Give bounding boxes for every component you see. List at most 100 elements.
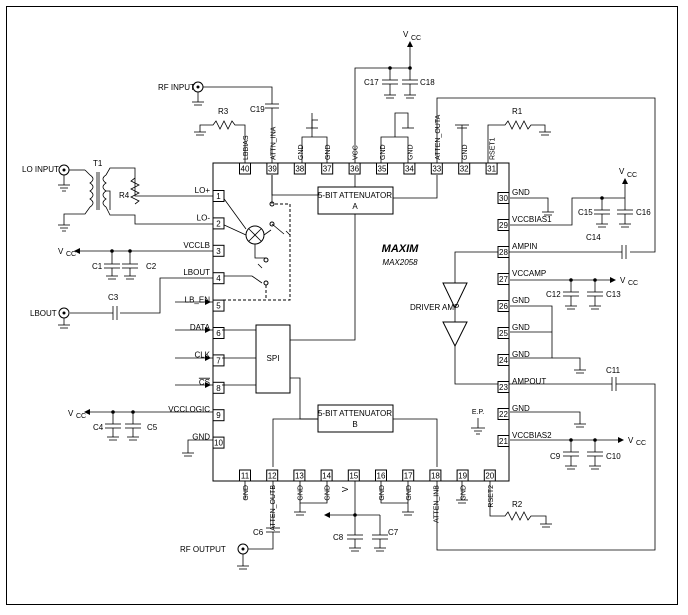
pin-num-23: 23 (499, 383, 508, 392)
pin-num-39: 39 (268, 165, 277, 174)
pin-num-38: 38 (295, 165, 304, 174)
pin-num-32: 32 (460, 165, 469, 174)
pin-label-10: GND (192, 433, 210, 442)
diagram-frame (6, 6, 678, 605)
pin-num-37: 37 (323, 165, 332, 174)
pin-num-15: 15 (349, 472, 358, 481)
r2-label: R2 (512, 500, 523, 509)
pin-label-14: GND (325, 485, 332, 501)
r3-resistor (199, 120, 246, 163)
pin-num-40: 40 (241, 165, 250, 174)
t1-secondary (102, 174, 107, 208)
pin-label-37: GND (325, 144, 332, 160)
pin-num-7: 7 (216, 356, 221, 365)
attenuator-b-line1: 5-BIT ATTENUATOR (318, 409, 392, 418)
lbout-port-label: LBOUT (30, 309, 57, 318)
r3-label: R3 (218, 107, 229, 116)
pin-19 (456, 469, 469, 482)
pin-26 (497, 300, 510, 312)
part-number: MAX2058 (382, 258, 418, 267)
rf-output-label: RF OUTPUT (180, 545, 226, 554)
c18-label: C18 (420, 78, 435, 87)
vcc-lb-sub: CC (66, 251, 76, 258)
vcc-top-label: V (403, 30, 409, 39)
pin-num-28: 28 (499, 248, 508, 257)
c6-label: C6 (253, 528, 264, 537)
pin-num-18: 18 (431, 472, 440, 481)
ep-label: E.P. (472, 409, 484, 416)
pins-top: 40LBBIAS39ATTN_INA38GND37GND36VCC35GND34… (239, 114, 498, 175)
attenuator-b (317, 404, 394, 433)
r2-resistor (489, 481, 547, 524)
pin-label-3: VCCLB (183, 241, 210, 250)
pin-34 (403, 162, 416, 175)
attenuator-a (317, 186, 394, 215)
attenuator-a-line1: 5-BIT ATTENUATOR (318, 191, 392, 200)
pin-label-4: LBOUT (183, 268, 210, 277)
pin-label-21: VCCBIAS2 (512, 431, 552, 440)
pin-label-6: DATA (190, 323, 211, 332)
pin-label-11: GND (243, 485, 250, 501)
pin-num-20: 20 (485, 472, 494, 481)
c2-label: C2 (146, 262, 157, 271)
pins-right: 30GND29VCCBIAS128AMPIN27VCCAMP26GND25GND… (497, 188, 552, 447)
pin-num-13: 13 (295, 472, 304, 481)
pin-8 (212, 381, 225, 394)
t1-primary (89, 174, 94, 208)
pin-21 (497, 435, 510, 447)
pin-label-20: RSET2 (488, 485, 495, 508)
pin-label-8: CS (199, 378, 210, 387)
pin-num-21: 21 (499, 437, 508, 446)
c8-label: C8 (333, 533, 344, 542)
pin-label-27: VCCAMP (512, 269, 546, 278)
pin-num-36: 36 (350, 165, 359, 174)
pin-label-28: AMPIN (512, 242, 538, 251)
pin-num-34: 34 (405, 165, 414, 174)
pin-38 (293, 162, 306, 175)
attenuator-a-line2: A (352, 202, 358, 211)
vcc-logic-label: V (68, 409, 74, 418)
vcc-bias2-label: V (628, 436, 634, 445)
pin-label-26: GND (512, 296, 530, 305)
pin-label-24: GND (512, 350, 530, 359)
pin-num-26: 26 (499, 302, 508, 311)
c17-label: C17 (364, 78, 379, 87)
pin-num-6: 6 (216, 329, 221, 338)
pin-label-30: GND (512, 188, 530, 197)
c4-label: C4 (93, 423, 104, 432)
c10-label: C10 (606, 452, 621, 461)
vcc-lb-label: V (58, 247, 64, 256)
c14-label: C14 (586, 233, 601, 242)
r1-resistor (487, 120, 546, 163)
pin-num-10: 10 (214, 439, 223, 448)
r1-label: R1 (512, 107, 523, 116)
chip-body (212, 162, 510, 482)
pin-label-23: AMPOUT (512, 377, 546, 386)
pin-label-39: ATTN_INA (270, 126, 277, 160)
pin-9 (212, 409, 225, 422)
c3-label: C3 (108, 293, 119, 302)
pin-label-13: GND (297, 485, 304, 501)
pin-12 (266, 469, 279, 482)
pin-num-3: 3 (216, 247, 221, 256)
pin-num-35: 35 (378, 165, 387, 174)
c15-label: C15 (578, 208, 593, 217)
r4-resistor (130, 177, 140, 205)
pin-13 (293, 469, 306, 482)
pin-label-25: GND (512, 323, 530, 332)
vcc-logic-sub: CC (76, 413, 86, 420)
r4-label: R4 (119, 191, 130, 200)
pin-num-19: 19 (458, 472, 467, 481)
pin-num-25: 25 (499, 329, 508, 338)
pin-label-38: GND (298, 144, 305, 160)
pin-29 (497, 219, 510, 231)
pin-num-14: 14 (322, 472, 331, 481)
pin-num-24: 24 (499, 356, 508, 365)
pin-label-5: LB_EN (185, 296, 211, 305)
c13-label: C13 (606, 290, 621, 299)
pin-label-33: ATTEN_OUTA (435, 114, 442, 160)
lo-input-label: LO INPUT (22, 165, 59, 174)
pin-num-2: 2 (216, 219, 221, 228)
c7-label: C7 (388, 528, 399, 537)
